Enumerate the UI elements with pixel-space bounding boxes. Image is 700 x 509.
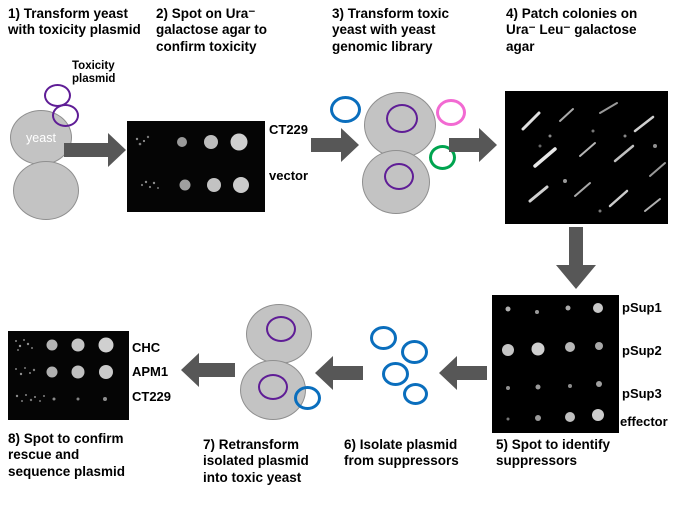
library-plasmid-blue-circle <box>330 96 361 123</box>
arrow-step1-to-step2-icon <box>64 133 126 167</box>
library-plasmid-pink-circle <box>436 99 466 126</box>
toxicity-plasmid-in-cell-2 <box>384 163 414 190</box>
arrow-step2-to-step3-icon <box>311 128 359 162</box>
panel8-row1-label: CHC <box>132 340 161 355</box>
suppressor-plasmid-blue-circle <box>294 386 321 410</box>
panel-step4-patch-colonies <box>505 91 668 224</box>
toxicity-plasmid-circle-2 <box>52 104 79 127</box>
step7-label: 7) Retransform isolated plasmid into tox… <box>203 437 309 485</box>
panel8-row2-label: APM1 <box>132 364 169 379</box>
arrow-step5-to-step6-icon <box>439 356 487 390</box>
panel-step2-spot-assay <box>127 121 265 212</box>
step8-label: 8) Spot to confirm rescue and sequence p… <box>8 431 126 479</box>
arrow-step6-to-step7-icon <box>315 356 363 390</box>
step2-label: 2) Spot on Ura⁻ galactose agar to confir… <box>156 6 268 54</box>
panel5-row1-label: pSup1 <box>622 300 662 315</box>
panel2-row1-label: CT229 <box>269 122 309 137</box>
arrow-step7-to-step8-icon <box>181 353 235 387</box>
panel-step8-rescue-spots <box>8 331 129 420</box>
panel5-row4-label: effector <box>620 414 668 429</box>
panel-step5-suppressor-spots <box>492 295 619 433</box>
library-plasmid-green-circle <box>429 145 456 170</box>
step3-label: 3) Transform toxic yeast with yeast geno… <box>332 6 450 54</box>
isolated-plasmid-circle-3 <box>382 362 409 386</box>
arrow-step3-to-step4-icon <box>449 128 497 162</box>
step1-label: 1) Transform yeast with toxicity plasmid <box>8 6 141 38</box>
panel2-row2-label: vector <box>269 168 309 183</box>
step5-label: 5) Spot to identify suppressors <box>496 437 610 469</box>
isolated-plasmid-circle-2 <box>401 340 428 364</box>
toxicity-plasmid-in-retransform-cell-1 <box>266 316 296 342</box>
panel5-row3-label: pSup3 <box>622 386 662 401</box>
toxicity-plasmid-in-retransform-cell-2 <box>258 374 288 400</box>
isolated-plasmid-circle-4 <box>403 383 428 405</box>
yeast-cell-label: yeast <box>26 130 56 145</box>
panel5-row2-label: pSup2 <box>622 343 662 358</box>
panel8-row3-label: CT229 <box>132 389 172 404</box>
step4-label: 4) Patch colonies on Ura⁻ Leu⁻ galactose… <box>506 6 638 54</box>
isolated-plasmid-circle-1 <box>370 326 397 350</box>
toxicity-plasmid-in-cell-1 <box>386 104 418 133</box>
step6-label: 6) Isolate plasmid from suppressors <box>344 437 459 469</box>
toxicity-plasmid-label: Toxicity plasmid <box>72 60 116 86</box>
arrow-step4-to-step5-icon <box>556 227 596 289</box>
yeast-cell-2 <box>13 161 79 220</box>
